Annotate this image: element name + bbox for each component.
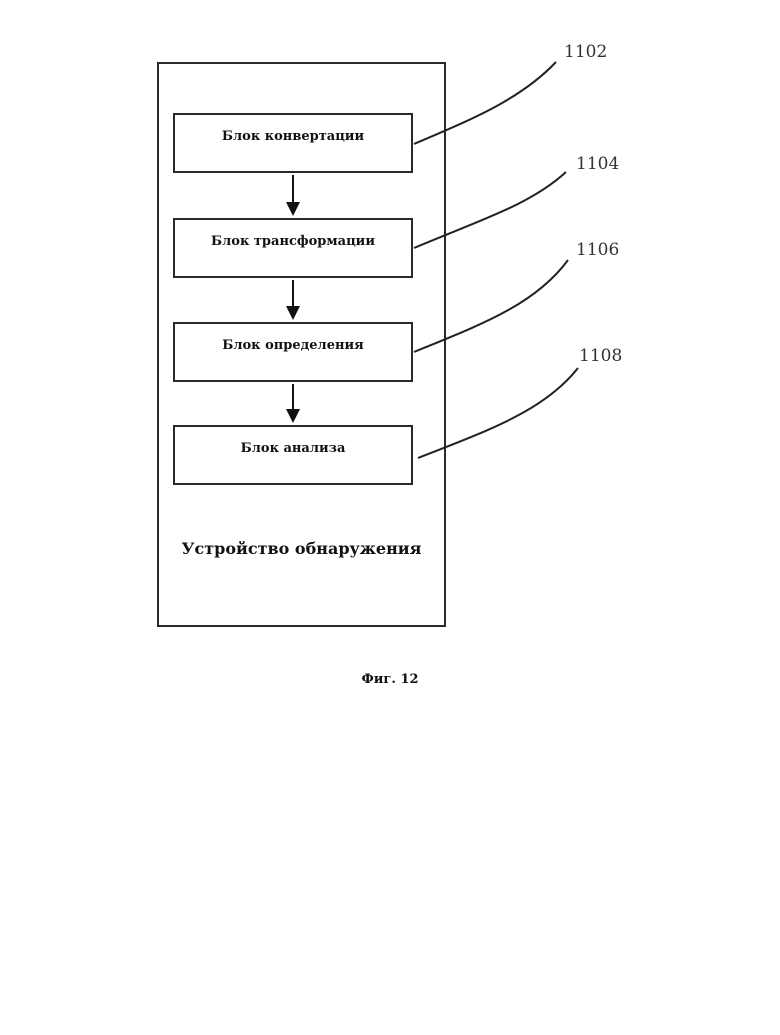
figure-caption: Фиг. 12 — [0, 672, 780, 687]
leader-line-1104 — [414, 172, 566, 248]
ref-number-1102: 1102 — [564, 42, 607, 62]
arrow-3-to-4-head — [286, 409, 300, 423]
leader-line-1102 — [414, 62, 556, 144]
leader-line-1106 — [414, 260, 568, 352]
leader-line-1108 — [418, 368, 578, 458]
ref-number-1108: 1108 — [579, 346, 622, 366]
ref-number-1106: 1106 — [576, 240, 619, 260]
ref-number-1104: 1104 — [576, 154, 619, 174]
arrow-2-to-3-head — [286, 306, 300, 320]
leader-lines — [414, 62, 578, 458]
arrow-1-to-2-head — [286, 202, 300, 216]
device-title: Устройство обнаружения — [157, 539, 446, 558]
